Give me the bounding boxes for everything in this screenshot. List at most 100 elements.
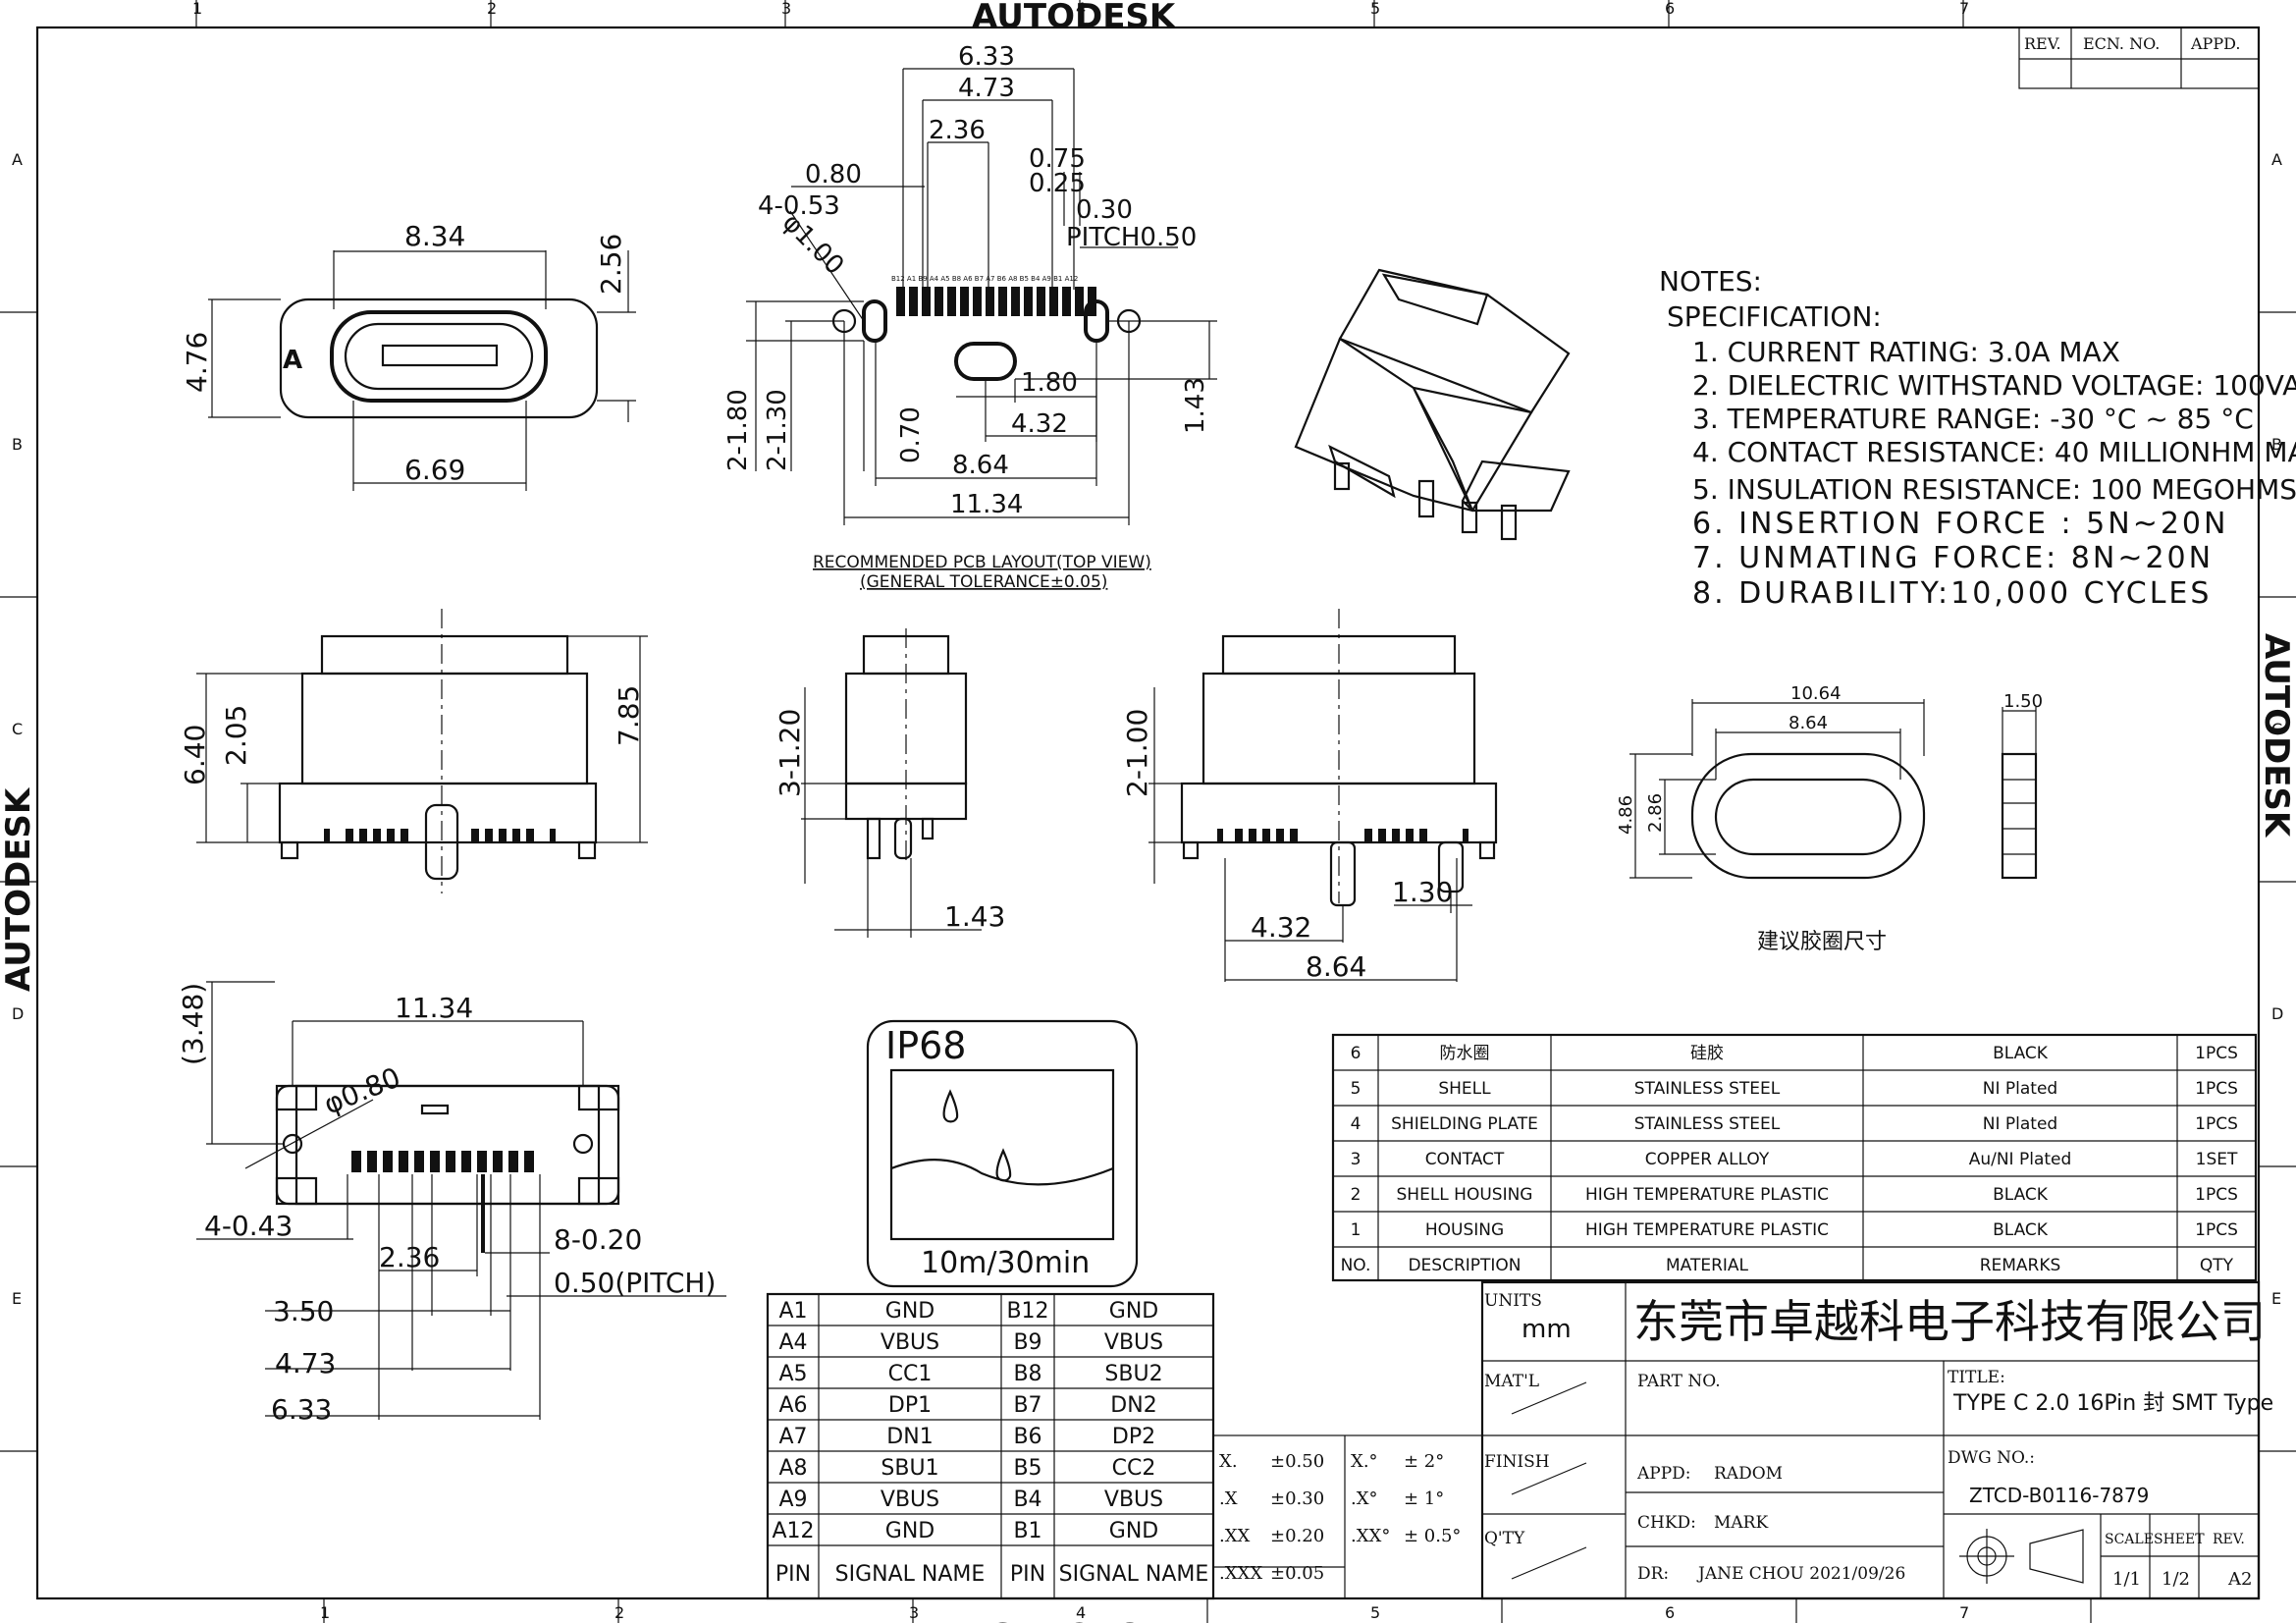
dim-pcb-0-30: 0.30 <box>1076 195 1133 225</box>
qty-label: Q'TY <box>1484 1529 1525 1548</box>
dim-right-1-30: 1.30 <box>1392 876 1453 908</box>
bom-header-remarks: REMARKS <box>1980 1256 2061 1275</box>
dim-gasket-inner-h: 2.86 <box>1645 793 1666 833</box>
dwg-label: DWG NO.: <box>1948 1448 2035 1468</box>
bom-cell-material: HIGH TEMPERATURE PLASTIC <box>1585 1220 1829 1240</box>
rev-value: A2 <box>2227 1569 2252 1590</box>
row-label: E <box>2271 1289 2281 1308</box>
bom-cell-material: STAINLESS STEEL <box>1634 1079 1781 1099</box>
dim-bottom-2-36: 2.36 <box>379 1241 440 1273</box>
dim-pcb-pitch: PITCH0.50 <box>1066 223 1197 252</box>
col-label: 1 <box>320 1603 330 1622</box>
dim-side-2-05: 2.05 <box>220 705 252 766</box>
dim-pcb-6-33: 6.33 <box>958 42 1015 72</box>
dwg-value: ZTCD-B0116-7879 <box>1969 1484 2149 1507</box>
dim-right-holes: 2-1.00 <box>1121 709 1153 797</box>
signal-name: VBUS <box>1104 1330 1163 1355</box>
col-label: 2 <box>614 1603 624 1622</box>
row-label: B <box>2271 435 2282 454</box>
bom-header-no: NO. <box>1341 1256 1371 1275</box>
dim-gasket-outer-w: 10.64 <box>1790 683 1842 704</box>
row-label: C <box>2271 720 2282 738</box>
bom-cell-no: 1 <box>1351 1220 1362 1240</box>
bom-cell-desc: HOUSING <box>1425 1220 1504 1240</box>
pcb-caption-2: (GENERAL TOLERANCE±0.05) <box>860 572 1107 592</box>
dim-pcb-1-43: 1.43 <box>1181 377 1210 434</box>
bom-cell-qty: 1PCS <box>2195 1044 2238 1063</box>
signal-name: GND <box>885 1299 934 1324</box>
bom-cell-qty: 1PCS <box>2195 1185 2238 1205</box>
tol-angle-value: ± 2° <box>1404 1451 1444 1472</box>
col-label: 1 <box>192 0 202 18</box>
pin-id: B8 <box>1013 1362 1041 1386</box>
tol-angle-key: .X° <box>1351 1488 1378 1509</box>
watermark-left: AUTODESK <box>0 786 38 992</box>
row-label: D <box>12 1004 24 1023</box>
col-label: 6 <box>1665 0 1675 18</box>
bom-cell-material: 硅胶 <box>1690 1044 1724 1063</box>
dim-pcb-0-75: 0.75 <box>1029 144 1086 174</box>
rev-header: REV. <box>2024 34 2061 53</box>
dim-right-8-64: 8.64 <box>1306 950 1366 983</box>
signal-name: CC2 <box>1112 1456 1156 1481</box>
ip-title: IP68 <box>885 1024 966 1067</box>
ip-caption: 10m/30min <box>921 1246 1090 1280</box>
bom-cell-desc: SHELL HOUSING <box>1397 1185 1533 1205</box>
signal-name: VBUS <box>881 1330 939 1355</box>
note-item: 5. INSULATION RESISTANCE: 100 MEGOHMS MI… <box>1692 473 2296 506</box>
dim-gasket-outer-h: 4.86 <box>1616 795 1636 835</box>
pin-id: A9 <box>778 1488 807 1512</box>
scale-label: SCALE <box>2105 1532 2154 1547</box>
bom-cell-no: 6 <box>1351 1044 1362 1063</box>
pin-table-header: PIN <box>1010 1562 1045 1587</box>
dim-pcb-2-36: 2.36 <box>929 116 986 145</box>
appd-label: APPD: <box>1636 1464 1691 1484</box>
pin-table-header: SIGNAL NAME <box>835 1562 986 1587</box>
dim-bottom-pitch: 0.50(PITCH) <box>554 1267 716 1299</box>
dim-bottom-8-0-20: 8-0.20 <box>554 1223 642 1256</box>
units-value: mm <box>1522 1315 1572 1344</box>
row-label: C <box>12 720 23 738</box>
pin-id: A12 <box>772 1519 814 1543</box>
dim-pcb-2-1-30: 2-1.30 <box>763 389 792 471</box>
dim-gasket-thick: 1.50 <box>2003 691 2043 712</box>
dr-value: JANE CHOU 2021/09/26 <box>1696 1564 1905 1584</box>
notes-heading: NOTES: <box>1659 265 1762 298</box>
pin-id: B1 <box>1013 1519 1041 1543</box>
bom-cell-remarks: BLACK <box>1993 1185 2049 1205</box>
tol-key: X. <box>1219 1451 1238 1472</box>
dim-pcb-4-32: 4.32 <box>1011 409 1068 439</box>
dim-pcb-4-0-53: 4-0.53 <box>758 191 840 221</box>
row-label: A <box>12 150 23 169</box>
row-label: A <box>2271 150 2282 169</box>
dim-side-7-85: 7.85 <box>613 685 645 746</box>
bom-cell-qty: 1SET <box>2196 1150 2238 1169</box>
notes: NOTES: SPECIFICATION: 1. CURRENT RATING:… <box>1659 265 2296 611</box>
note-item: 1. CURRENT RATING: 3.0A MAX <box>1692 336 2120 368</box>
signal-name: GND <box>885 1519 934 1543</box>
signal-name: GND <box>1109 1519 1158 1543</box>
side-view-right: 2-1.00 1.30 4.32 8.64 <box>1121 609 1498 983</box>
side-view-left: 6.40 2.05 7.85 <box>179 609 648 893</box>
signal-name: VBUS <box>1104 1488 1163 1512</box>
bom-cell-no: 2 <box>1351 1185 1362 1205</box>
signal-name: SBU2 <box>1104 1362 1162 1386</box>
note-item: 2. DIELECTRIC WITHSTAND VOLTAGE: 100VAC <box>1692 369 2296 402</box>
bom-cell-remarks: Au/NI Plated <box>1969 1150 2072 1169</box>
side-view-middle: 3-1.20 1.43 <box>774 628 1005 938</box>
signal-name: CC1 <box>888 1362 933 1386</box>
tol-angle-key: X.° <box>1351 1451 1378 1472</box>
ecn-header: ECN. NO. <box>2083 34 2160 53</box>
dim-pcb-2-1-80: 2-1.80 <box>723 389 753 471</box>
dim-bottom-3-48: (3.48) <box>177 983 209 1065</box>
note-item: 8. DURABILITY:10,000 CYCLES <box>1692 576 2212 611</box>
sheet-label: SHEET <box>2154 1532 2205 1547</box>
front-view: A 8.34 4.76 2.56 6.69 <box>181 220 636 491</box>
gasket-view: 10.64 8.64 1.50 4.86 2.86 建议胶圈尺寸 <box>1616 683 2043 954</box>
bom-cell-remarks: NI Plated <box>1983 1114 2057 1134</box>
bom-cell-remarks: BLACK <box>1993 1220 2049 1240</box>
row-label: E <box>12 1289 22 1308</box>
dim-bottom-11-34: 11.34 <box>395 992 473 1024</box>
note-item: 4. CONTACT RESISTANCE: 40 MILLIONHM MAX <box>1692 436 2296 468</box>
